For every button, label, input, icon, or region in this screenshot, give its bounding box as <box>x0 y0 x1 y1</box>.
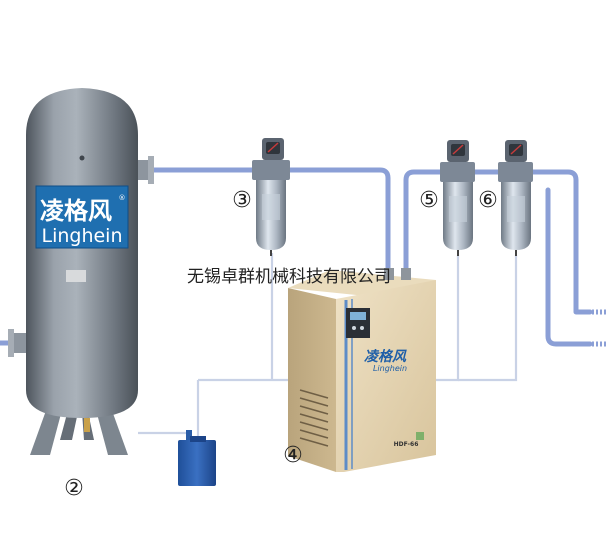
label-3: ③ <box>231 190 253 212</box>
dryer-logo-en: Linghein <box>373 364 407 373</box>
tank-logo-cn: 凌格风 <box>40 196 112 225</box>
label-5-text: ⑤ <box>419 188 439 213</box>
dryer-model: HDF-66 <box>394 441 419 448</box>
drain-box <box>178 430 216 486</box>
label-3-text: ③ <box>232 188 252 213</box>
label-2: ② <box>63 478 85 500</box>
label-5: ⑤ <box>418 190 440 212</box>
filter-5 <box>440 140 475 256</box>
label-6: ⑥ <box>477 190 499 212</box>
label-4: ④ <box>282 445 304 467</box>
air-tank <box>8 88 154 455</box>
company-name: 无锡卓群机械科技有限公司 <box>187 267 391 287</box>
filter-3 <box>252 138 290 256</box>
filter-6 <box>498 140 533 256</box>
label-6-text: ⑥ <box>478 188 498 213</box>
tank-logo-mark: ® <box>119 194 126 202</box>
dryer-logo-cn: 凌格风 <box>364 348 407 365</box>
refrigerated-dryer <box>288 268 436 472</box>
drain-lines <box>138 253 518 440</box>
tank-logo-en: Linghein <box>41 225 122 247</box>
main-pipe <box>0 167 593 347</box>
label-2-text: ② <box>64 476 84 501</box>
label-4-text: ④ <box>283 443 303 468</box>
pipe-dashes <box>592 309 607 347</box>
